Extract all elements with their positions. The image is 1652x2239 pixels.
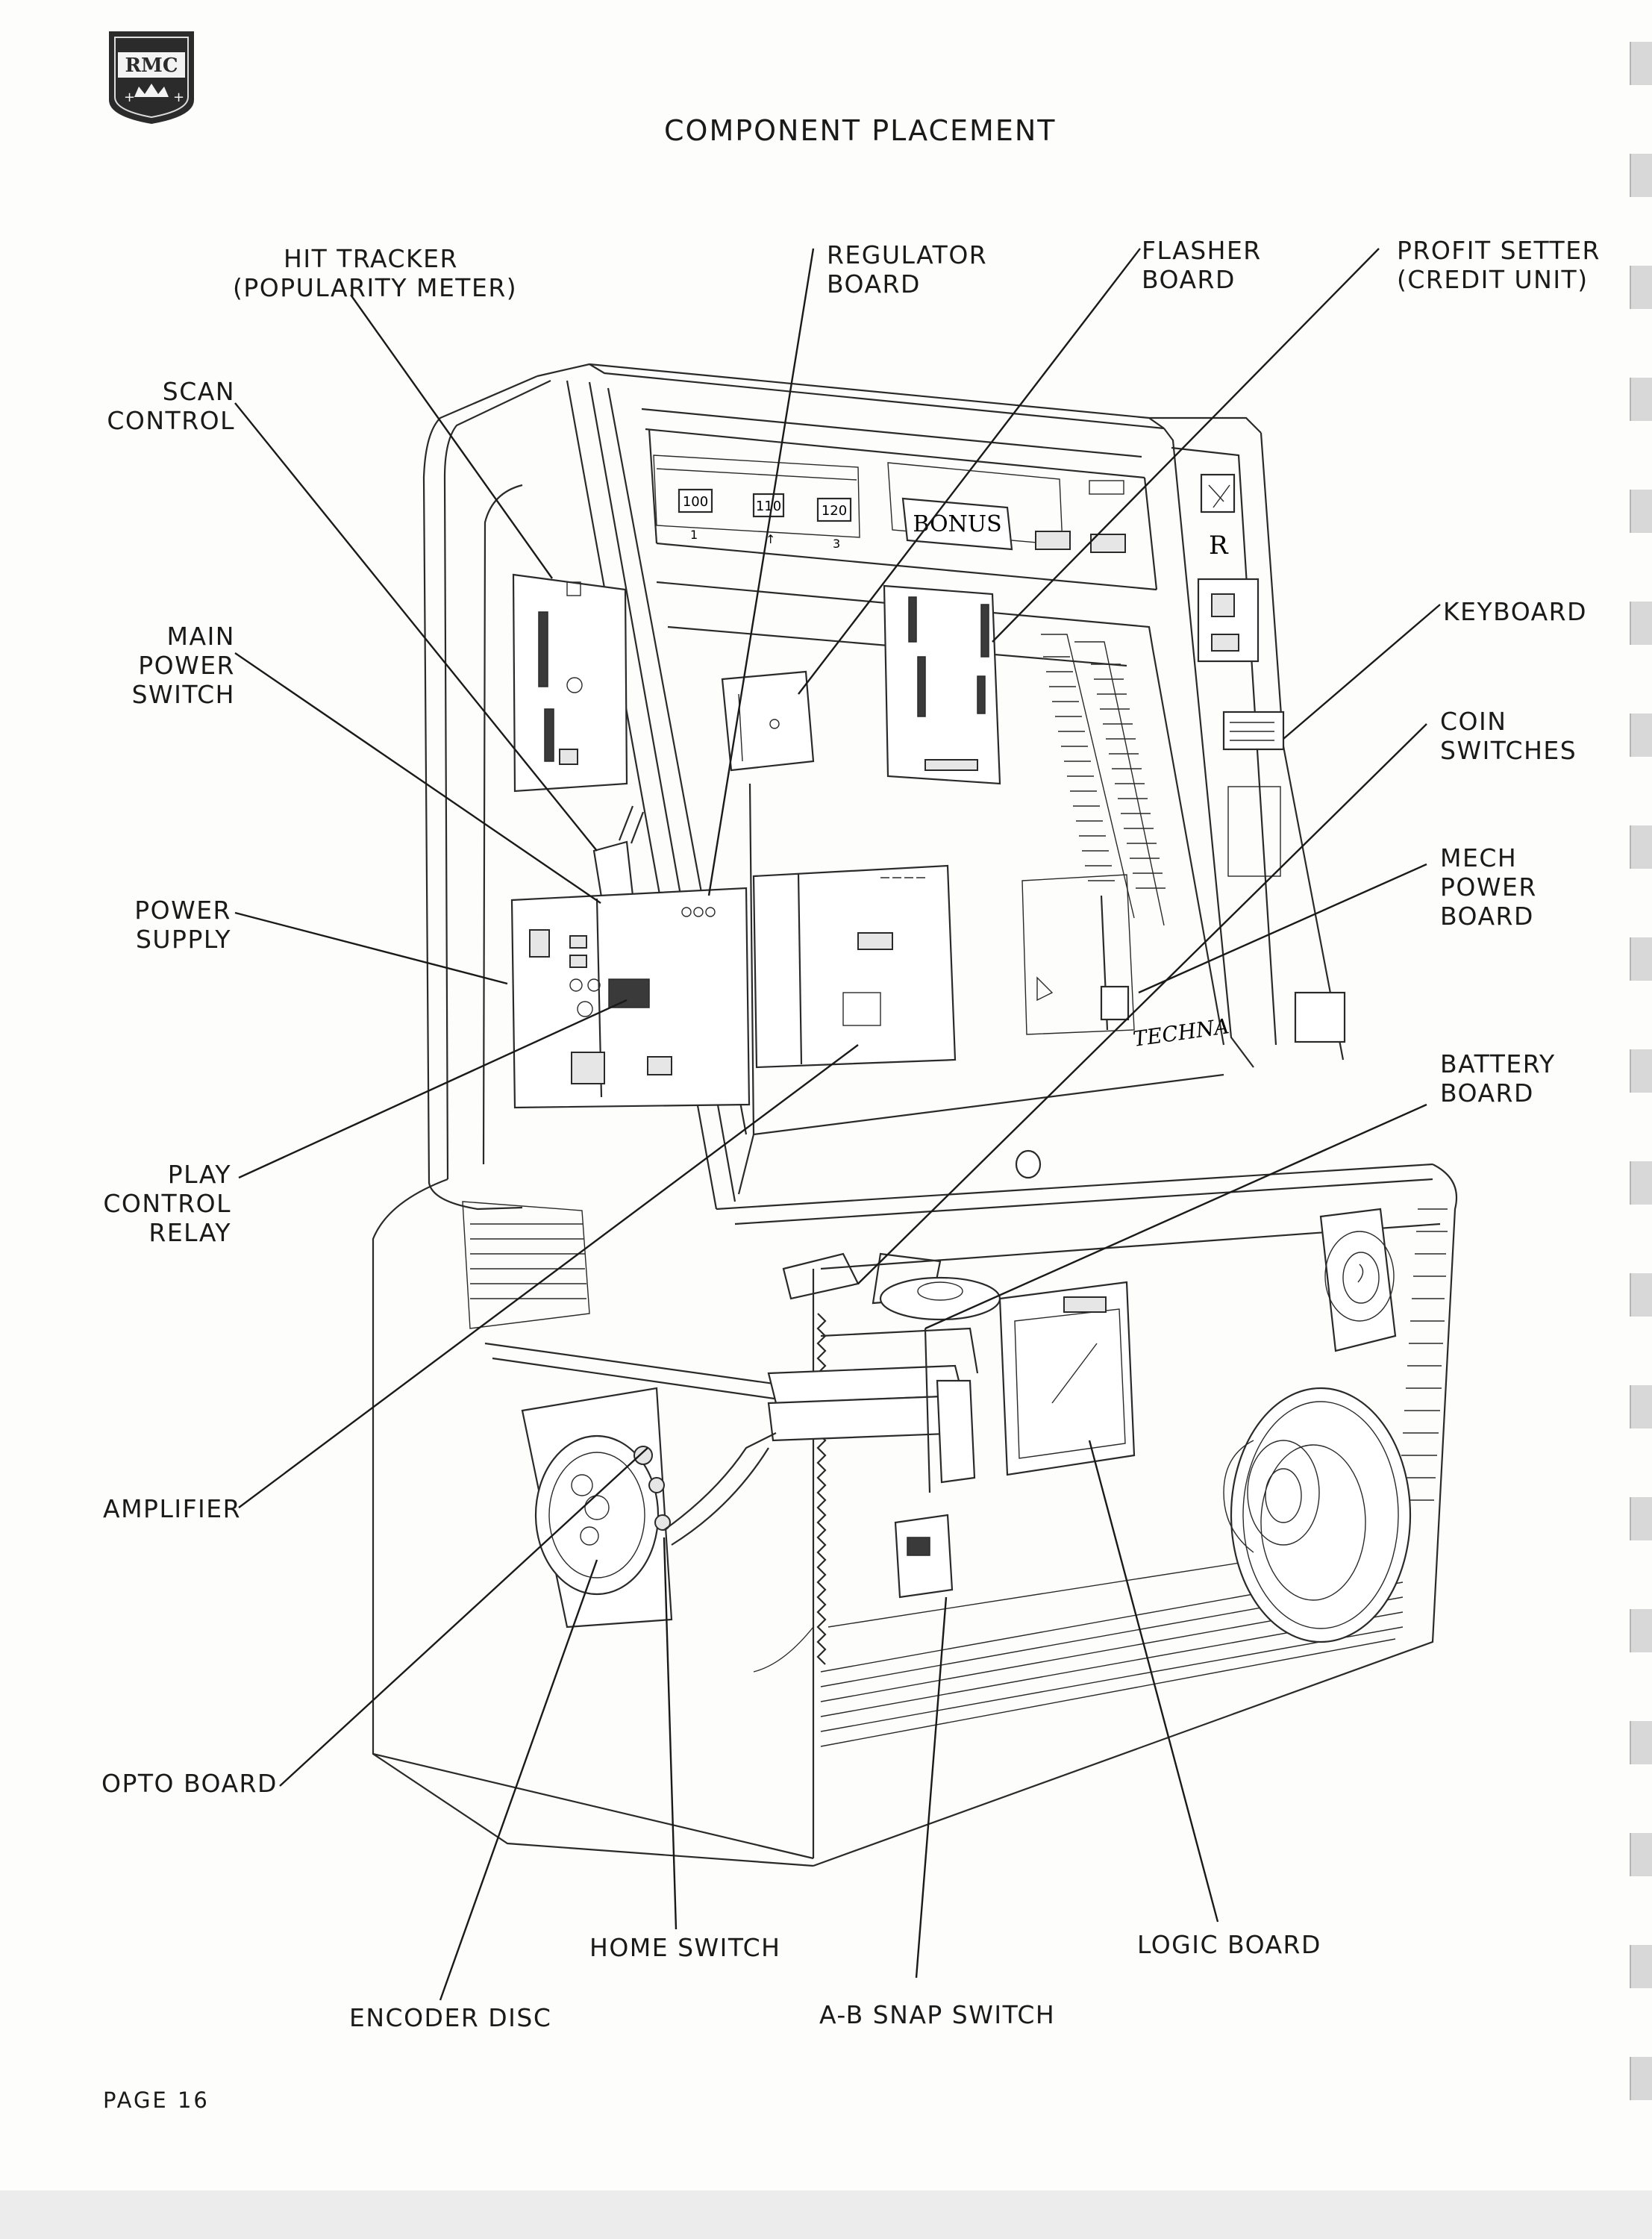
leader-lines [234, 248, 1441, 2001]
tweeter [1319, 1208, 1397, 1352]
regulator-board-label: REGULATOR BOARD [827, 240, 988, 299]
counter-1: 100 [683, 494, 708, 510]
binder-tab [1630, 825, 1652, 869]
binder-tab [1630, 1273, 1652, 1317]
binder-tab [1630, 1721, 1652, 1764]
home-switch-label: HOME SWITCH [589, 1933, 781, 1962]
upper-cabinet: 100 110 120 1 ↑ 3 BONUS R [422, 363, 1346, 1211]
svg-text:R: R [1209, 531, 1229, 560]
binder-tab [1630, 42, 1652, 85]
woofer [1223, 1387, 1412, 1643]
counter-mark-3: 3 [833, 537, 840, 551]
binder-tab [1630, 1049, 1652, 1093]
binder-tab [1630, 266, 1652, 309]
binder-tab [1630, 1385, 1652, 1428]
flasher-board-label: FLASHER BOARD [1142, 236, 1262, 294]
counter-3: 120 [822, 503, 847, 519]
bonus-display: BONUS [913, 511, 1001, 537]
binder-tab [1630, 1497, 1652, 1540]
logo-text: RMC [125, 54, 178, 77]
svg-text:+: + [124, 90, 135, 105]
coin-switches-label: COIN SWITCHES [1440, 707, 1577, 765]
amplifier-label: AMPLIFIER [103, 1494, 242, 1523]
scan-control-label: SCAN CONTROL [107, 377, 235, 435]
encoder-assembly [521, 1387, 673, 1628]
ab-snap-switch-label: A-B SNAP SWITCH [819, 2000, 1056, 2029]
lower-cabinet [372, 1163, 1458, 1867]
main-power-switch-label: MAIN POWER SWITCH [131, 622, 235, 709]
binder-tab [1630, 1833, 1652, 1876]
binder-tab [1630, 154, 1652, 197]
scan-footer-band [0, 2190, 1652, 2239]
power-supply-label: POWER SUPPLY [134, 896, 231, 954]
play-control-relay-label: PLAY CONTROL RELAY [103, 1160, 231, 1247]
opto-board-label: OPTO BOARD [101, 1769, 278, 1798]
binder-tab [1630, 378, 1652, 421]
binder-tab [1630, 713, 1652, 757]
mech-power-board-label: MECH POWER BOARD [1440, 843, 1537, 931]
keyboard-label: KEYBOARD [1443, 597, 1588, 626]
profit-setter-label: PROFIT SETTER (CREDIT UNIT) [1397, 236, 1601, 294]
page-number: PAGE 16 [103, 2087, 210, 2113]
brand-name: TECHNA [1131, 1014, 1230, 1052]
binder-tab [1630, 1161, 1652, 1205]
counter-2: 110 [756, 499, 781, 514]
binder-tab [1630, 602, 1652, 645]
hit-tracker-label: HIT TRACKER (POPULARITY METER) [233, 244, 518, 302]
binder-tab [1630, 1945, 1652, 1988]
encoder-disc-label: ENCODER DISC [349, 2003, 552, 2032]
svg-text:+: + [173, 90, 184, 105]
counter-mark-1: 1 [690, 528, 698, 542]
counter-mark-2: ↑ [766, 532, 775, 546]
binder-tab [1630, 2057, 1652, 2100]
binder-tab [1630, 490, 1652, 533]
binder-tab [1630, 937, 1652, 981]
page-title: COMPONENT PLACEMENT [664, 114, 1057, 147]
logic-board-label: LOGIC BOARD [1137, 1930, 1321, 1959]
rmc-logo-icon: RMC + + [109, 31, 194, 124]
binder-tab [1630, 1609, 1652, 1652]
battery-board-label: BATTERY BOARD [1440, 1049, 1556, 1108]
